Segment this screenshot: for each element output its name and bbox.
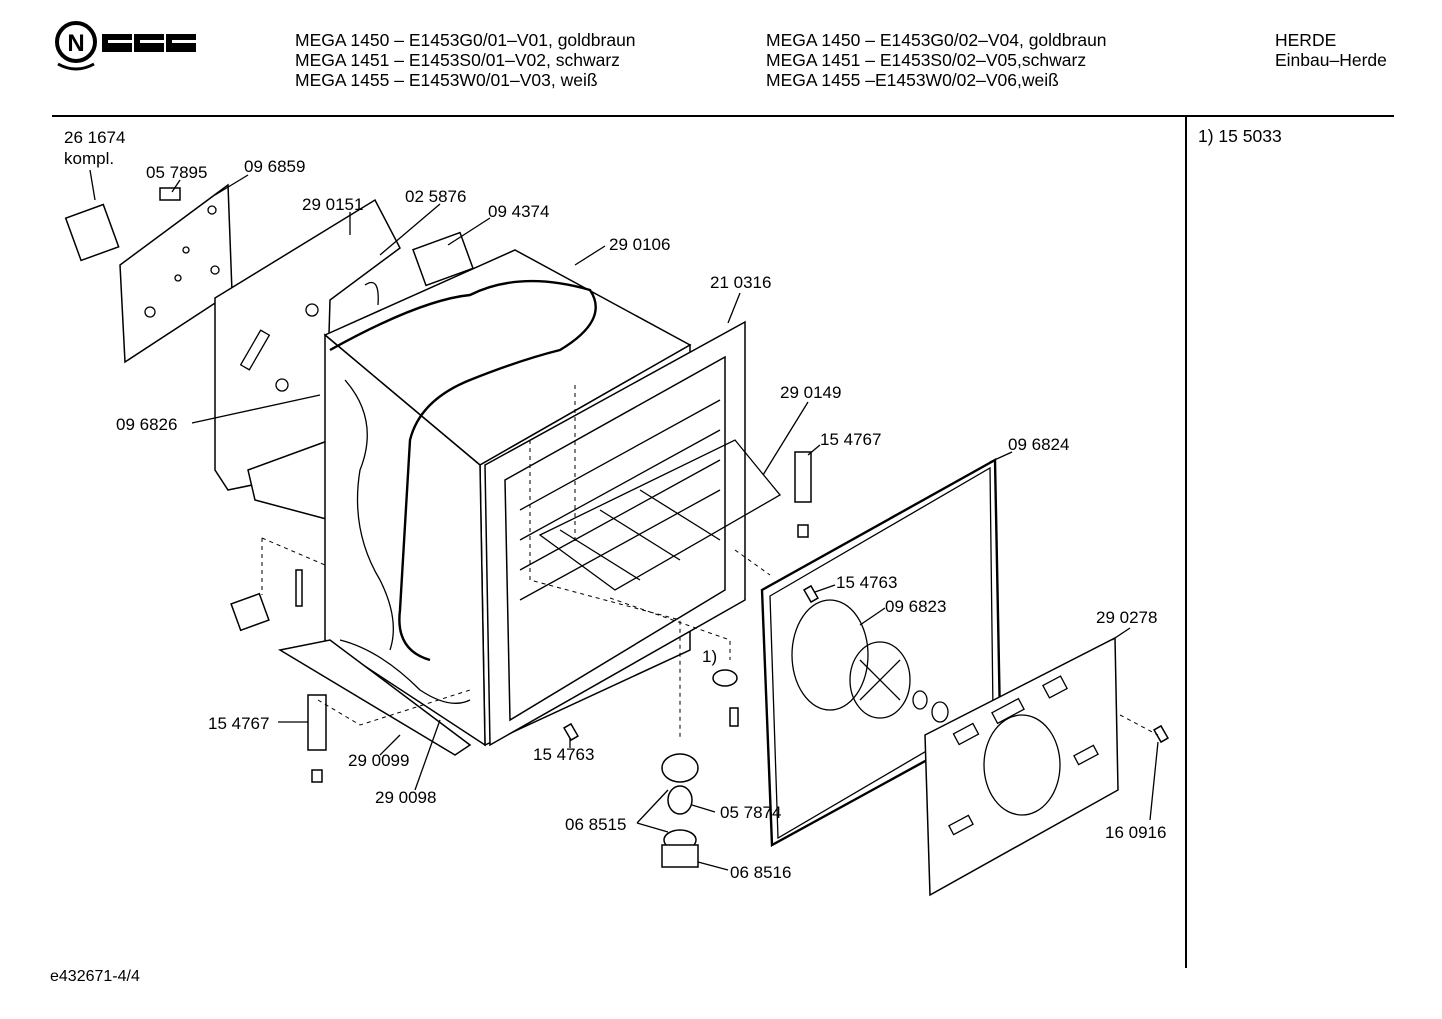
category-subtitle: Einbau–Herde [1275, 50, 1387, 70]
part-label: 16 0916 [1105, 823, 1166, 842]
part-label: 06 8515 [565, 815, 626, 834]
bottom-frame [277, 639, 472, 756]
model-line: MEGA 1451 – E1453S0/02–V05,schwarz [766, 50, 1087, 70]
oven-rack [538, 439, 781, 591]
header-divider [52, 115, 1394, 117]
part-label: 29 0099 [348, 751, 409, 770]
part-label: 29 0106 [609, 235, 670, 254]
part-label: 29 0151 [302, 195, 363, 214]
leader-lines [89, 169, 1159, 871]
part-label: 09 6859 [244, 157, 305, 176]
category: HERDE Einbau–Herde [1275, 30, 1387, 70]
part-label: 02 5876 [405, 187, 466, 206]
part-label: 15 4763 [836, 573, 897, 592]
part-labels: 26 1674 kompl. 05 7895 09 6859 29 0151 0… [64, 128, 1166, 882]
hinge-right [794, 451, 812, 538]
document-id: e432671-4/4 [50, 968, 140, 985]
part-label: 15 4763 [533, 745, 594, 764]
part-label: 29 0098 [375, 788, 436, 807]
neff-logo: N [55, 21, 196, 71]
category-title: HERDE [1275, 30, 1337, 50]
part-label: 09 4374 [488, 202, 549, 221]
model-list-1: MEGA 1450 – E1453G0/01–V01, goldbraun ME… [295, 30, 636, 90]
model-line: MEGA 1450 – E1453G0/02–V04, goldbraun [766, 30, 1107, 50]
screws [563, 584, 1169, 744]
footnote: 1) 15 5033 [1198, 126, 1282, 146]
part-label: 05 7895 [146, 163, 207, 182]
part-label: 09 6824 [1008, 435, 1069, 454]
wiring [364, 231, 474, 306]
model-line: MEGA 1455 –E1453W0/02–V06,weiß [766, 70, 1059, 90]
part-label: 15 4767 [820, 430, 881, 449]
part-label: 09 6826 [116, 415, 177, 434]
part-label: 05 7874 [720, 803, 781, 822]
part-label: 29 0149 [780, 383, 841, 402]
svg-text:N: N [67, 30, 84, 57]
part-label: 06 8516 [730, 863, 791, 882]
part-label: kompl. [64, 149, 114, 168]
oven-cavity [323, 249, 746, 747]
model-line: MEGA 1450 – E1453G0/01–V01, goldbraun [295, 30, 636, 50]
model-line: MEGA 1455 – E1453W0/01–V03, weiß [295, 70, 598, 90]
terminal-block [64, 187, 181, 262]
column-divider [1185, 116, 1187, 968]
fan-cover [924, 636, 1119, 897]
lamp-assembly [661, 753, 699, 868]
model-list-2: MEGA 1450 – E1453G0/02–V04, goldbraun ME… [766, 30, 1107, 90]
part-label: 26 1674 [64, 128, 125, 147]
part-label: 15 4767 [208, 714, 269, 733]
part-label: 29 0278 [1096, 608, 1157, 627]
part-label: 09 6823 [885, 597, 946, 616]
part-label: 1) [702, 647, 717, 666]
model-line: MEGA 1451 – E1453S0/01–V02, schwarz [295, 50, 620, 70]
assembly-lines [261, 385, 1159, 740]
bracket [230, 569, 303, 632]
fan-assembly [791, 599, 949, 723]
part-label: 21 0316 [710, 273, 771, 292]
hinge-left [307, 694, 327, 783]
